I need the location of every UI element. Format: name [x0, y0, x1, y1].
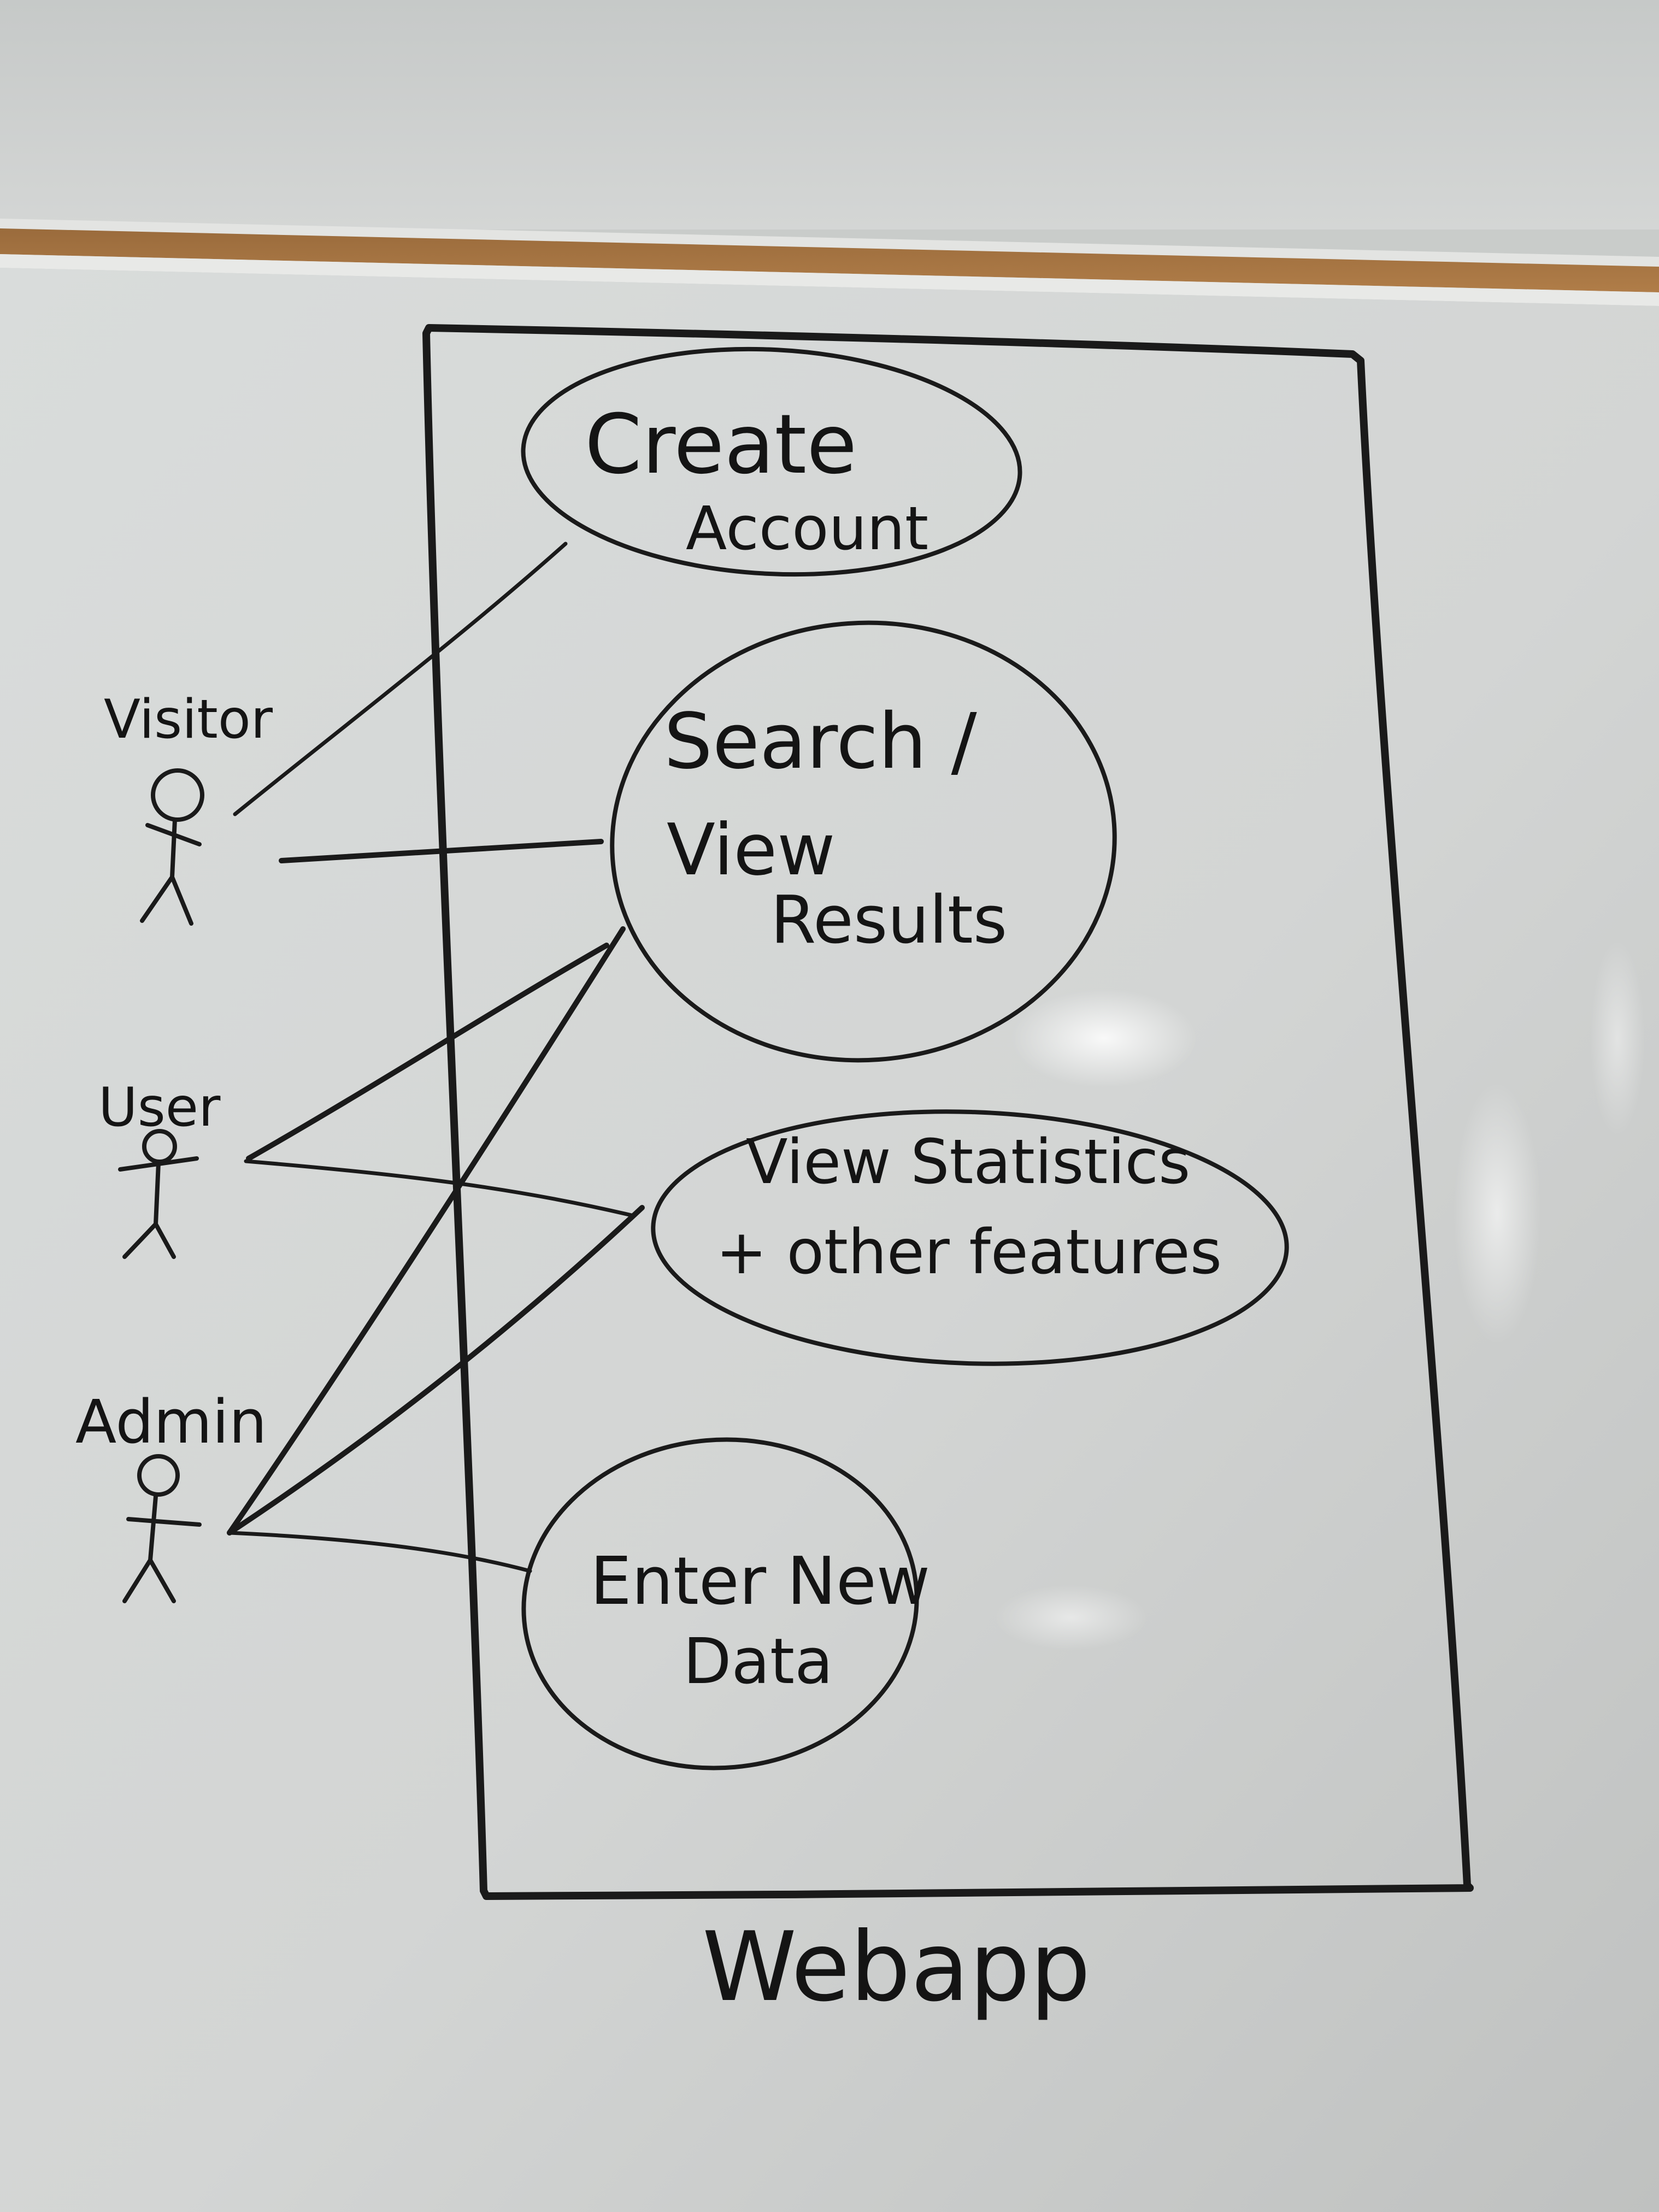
- stick-figure-body: [118, 1156, 199, 1259]
- use-case-label-line: Account: [686, 493, 928, 563]
- stick-figure-body: [122, 1494, 202, 1603]
- use-case-label-line: Create: [585, 397, 857, 492]
- board-edge: [0, 254, 1659, 306]
- use-case-view-statistics: View Statistics + other features: [716, 1127, 1222, 1288]
- glare: [1454, 1082, 1541, 1344]
- stick-figure-body: [140, 817, 202, 926]
- cork-strip: [0, 228, 1659, 292]
- association-admin-search: [227, 926, 626, 1536]
- association-admin-statistics: [227, 1205, 645, 1536]
- whiteboard-surface: [0, 268, 1659, 2212]
- actor-label-visitor: Visitor: [104, 689, 273, 751]
- association-visitor-search: [279, 839, 604, 863]
- use-case-ellipse-create-account: [521, 346, 1022, 577]
- glare: [1011, 989, 1197, 1087]
- actor-label-user: User: [98, 1076, 221, 1139]
- use-case-ellipse-view-statistics: [651, 1109, 1289, 1366]
- actor-user: User: [98, 1076, 221, 1259]
- use-case-label-line: Enter New: [590, 1544, 930, 1620]
- use-case-label-line: Search /: [664, 697, 977, 786]
- glare: [1590, 940, 1645, 1137]
- actor-label-admin: Admin: [75, 1387, 267, 1457]
- use-case-label-line: + other features: [716, 1217, 1222, 1288]
- use-case-ellipse-enter-new-data: [521, 1437, 919, 1770]
- association-visitor-create-account: [233, 542, 568, 816]
- use-case-create-account: Create Account: [585, 397, 928, 563]
- glare: [995, 1585, 1148, 1650]
- use-case-label-line: View Statistics: [746, 1127, 1190, 1198]
- use-case-enter-new-data: Enter New Data: [590, 1544, 930, 1698]
- use-case-label-line: View: [667, 808, 836, 891]
- actor-admin: Admin: [75, 1387, 267, 1603]
- actor-visitor: Visitor: [104, 689, 273, 926]
- system-boundary: [422, 324, 1474, 1900]
- system-label: Webapp: [702, 1912, 1091, 2023]
- wall: [0, 0, 1659, 230]
- use-case-label-line: Data: [683, 1625, 833, 1698]
- stick-figure-head: [151, 768, 204, 822]
- stick-figure-head: [137, 1454, 180, 1497]
- association-admin-enter-data: [227, 1531, 532, 1573]
- use-case-label-line: Results: [770, 883, 1007, 958]
- use-case-search-view-results: Search / View Results: [664, 697, 1007, 958]
- use-case-ellipse-search-view-results: [610, 620, 1117, 1063]
- association-user-search: [246, 943, 609, 1161]
